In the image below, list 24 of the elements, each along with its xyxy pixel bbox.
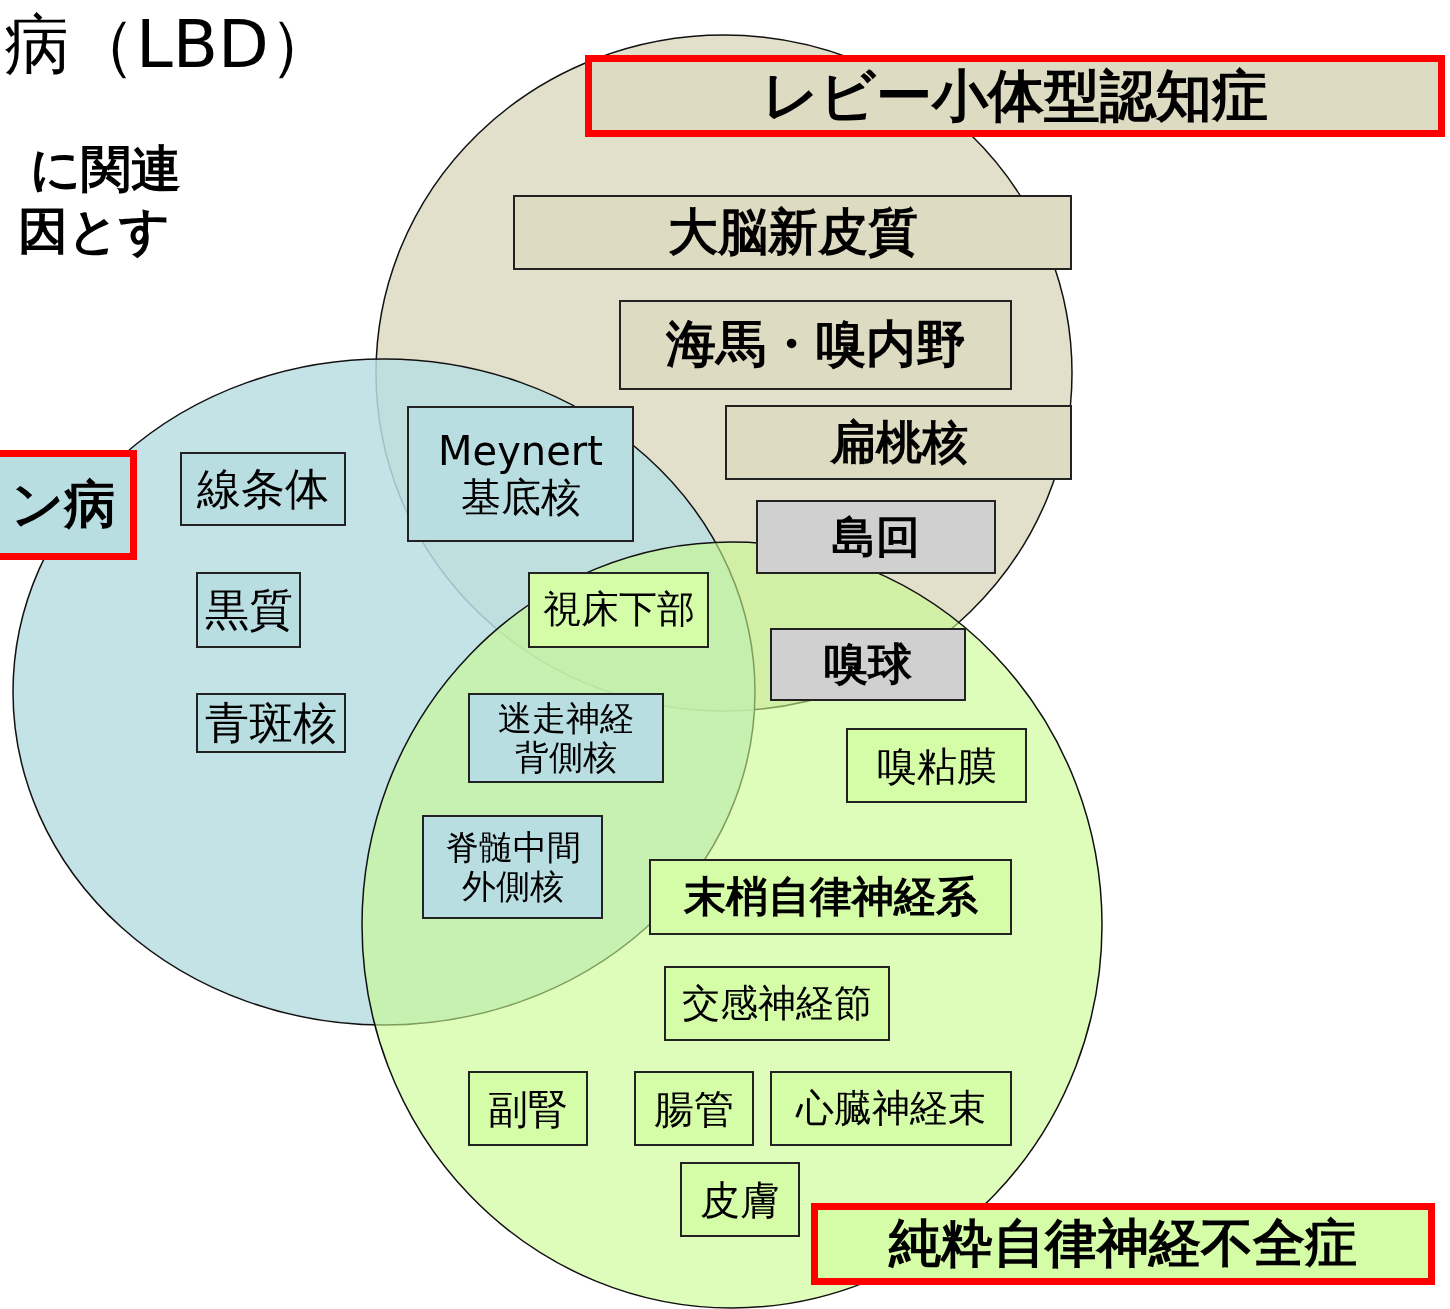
region-label: 海馬・嗅内野 [619, 300, 1012, 390]
region-label: 視床下部 [528, 572, 709, 648]
region-label: 嗅粘膜 [846, 728, 1027, 803]
disease-heading: ン病 [0, 450, 137, 560]
title: 病（LBD） [4, 5, 335, 85]
region-label: 線条体 [180, 452, 346, 526]
disease-heading: 純粋自律神経不全症 [811, 1203, 1435, 1285]
region-label: 迷走神経背側核 [468, 693, 664, 783]
region-label: 嗅球 [770, 628, 966, 701]
region-label: 腸管 [634, 1071, 754, 1146]
region-label: 脊髄中間外側核 [422, 815, 603, 919]
region-label: 皮膚 [680, 1162, 800, 1237]
region-label: 黒質 [196, 572, 301, 648]
region-label: Meynert 基底核 [407, 406, 634, 542]
region-label: 扁桃核 [725, 405, 1072, 480]
region-label: 交感神経節 [664, 966, 890, 1041]
region-label: 青斑核 [196, 693, 346, 753]
region-label: 副腎 [468, 1071, 588, 1146]
body-text: に関連 [30, 139, 181, 200]
body-text: 因とす [18, 201, 170, 262]
disease-heading: レビー小体型認知症 [585, 55, 1445, 137]
region-label: 心臓神経束 [770, 1071, 1012, 1146]
region-label: 末梢自律神経系 [649, 859, 1012, 935]
region-label: 大脳新皮質 [513, 195, 1072, 270]
